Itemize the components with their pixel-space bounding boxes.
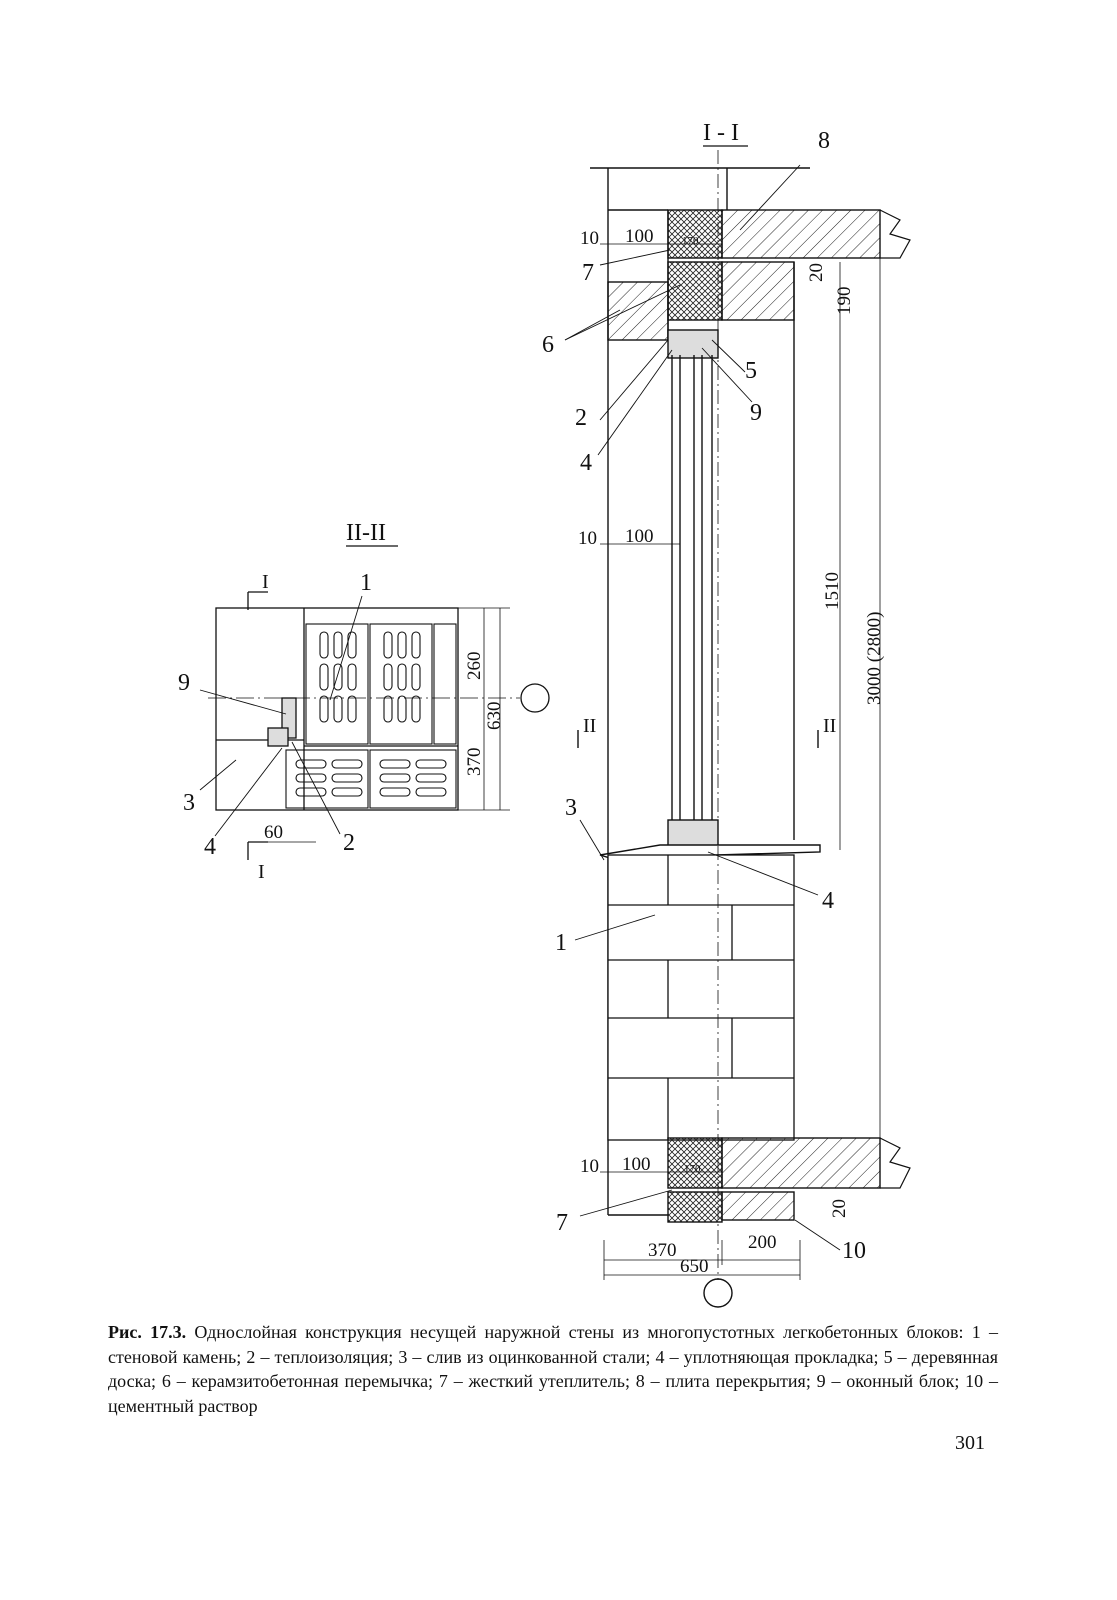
section-i-i-labels: 8 7 6 5 9 2 4 3 4 1 7 10 <box>542 128 866 1264</box>
label-5: 5 <box>745 358 757 384</box>
section-i-i: I - I <box>564 120 911 1308</box>
dim-200: 200 <box>748 1232 777 1253</box>
label-3-plan: 3 <box>183 790 195 816</box>
floor-slab-bottom <box>721 1137 881 1189</box>
floor-slab-top <box>721 209 881 259</box>
dim-370: 370 <box>648 1240 677 1261</box>
dim-650: 650 <box>680 1256 709 1277</box>
label-8: 8 <box>818 128 830 154</box>
label-7-bottom: 7 <box>556 1210 568 1236</box>
cut-mark-ii-left: II <box>583 715 596 737</box>
dim-630: 630 <box>484 702 505 731</box>
section-ii-ii-dimensions: 260 630 370 60 <box>264 652 505 844</box>
section-ii-ii: II-II <box>199 520 550 860</box>
dim-1510: 1510 <box>822 572 843 610</box>
axis-marker-plan <box>520 683 550 713</box>
hollow-blocks <box>285 623 457 809</box>
cut-mark-i-top: I <box>262 571 269 593</box>
label-7-top: 7 <box>582 260 594 286</box>
label-10: 10 <box>842 1238 866 1264</box>
wall-construction-drawing: I - I <box>178 120 911 1308</box>
dim-100-top: 100 <box>625 226 654 247</box>
cut-mark-i-bottom: I <box>258 861 265 883</box>
dim-100-bottom: 100 <box>622 1154 651 1175</box>
dim-20-bottom: 20 <box>829 1199 850 1218</box>
label-2-top: 2 <box>575 405 587 431</box>
dim-370-plan: 370 <box>464 748 485 777</box>
label-4-main: 4 <box>822 888 834 914</box>
label-9-top: 9 <box>750 400 762 426</box>
dim-3000: 3000 (2800) <box>864 612 885 705</box>
dim-170-bottom: 170 <box>684 1163 701 1175</box>
axis-marker-bottom <box>703 1278 733 1308</box>
masonry-blocks <box>607 854 795 1141</box>
page-number: 301 <box>955 1432 985 1454</box>
label-2-plan: 2 <box>343 830 355 856</box>
section-ii-ii-labels: 1 9 3 4 2 I I <box>178 570 372 883</box>
figure-caption-text: Однослойная конструкция несущей наружной… <box>108 1322 999 1416</box>
figure-number: Рис. 17.3. <box>108 1322 187 1342</box>
dim-260: 260 <box>464 652 485 681</box>
dim-190: 190 <box>834 287 855 316</box>
lintel <box>721 261 795 321</box>
dim-10-top: 10 <box>580 228 599 249</box>
section-i-i-title: I - I <box>703 120 739 146</box>
label-3-main: 3 <box>565 795 577 821</box>
label-1-main: 1 <box>555 930 567 956</box>
dim-60: 60 <box>264 822 283 843</box>
dim-100-mid: 100 <box>625 526 654 547</box>
figure-caption: Рис. 17.3. Однослойная конструкция несущ… <box>108 1320 998 1418</box>
cut-mark-ii-right: II <box>823 715 836 737</box>
dim-20-top: 20 <box>806 263 827 282</box>
label-9-plan: 9 <box>178 670 190 696</box>
label-6: 6 <box>542 332 554 358</box>
label-1-plan: 1 <box>360 570 372 596</box>
section-i-i-dimensions: 10 100 170 20 190 10 100 1510 3000 (2800… <box>578 226 885 1277</box>
label-4-plan: 4 <box>204 834 216 860</box>
label-4-top: 4 <box>580 450 592 476</box>
dim-170-top: 170 <box>682 235 699 247</box>
rigid-insulation-top <box>667 209 723 259</box>
dim-10-mid: 10 <box>578 528 597 549</box>
section-ii-ii-title: II-II <box>346 520 386 546</box>
dim-10-bottom: 10 <box>580 1156 599 1177</box>
